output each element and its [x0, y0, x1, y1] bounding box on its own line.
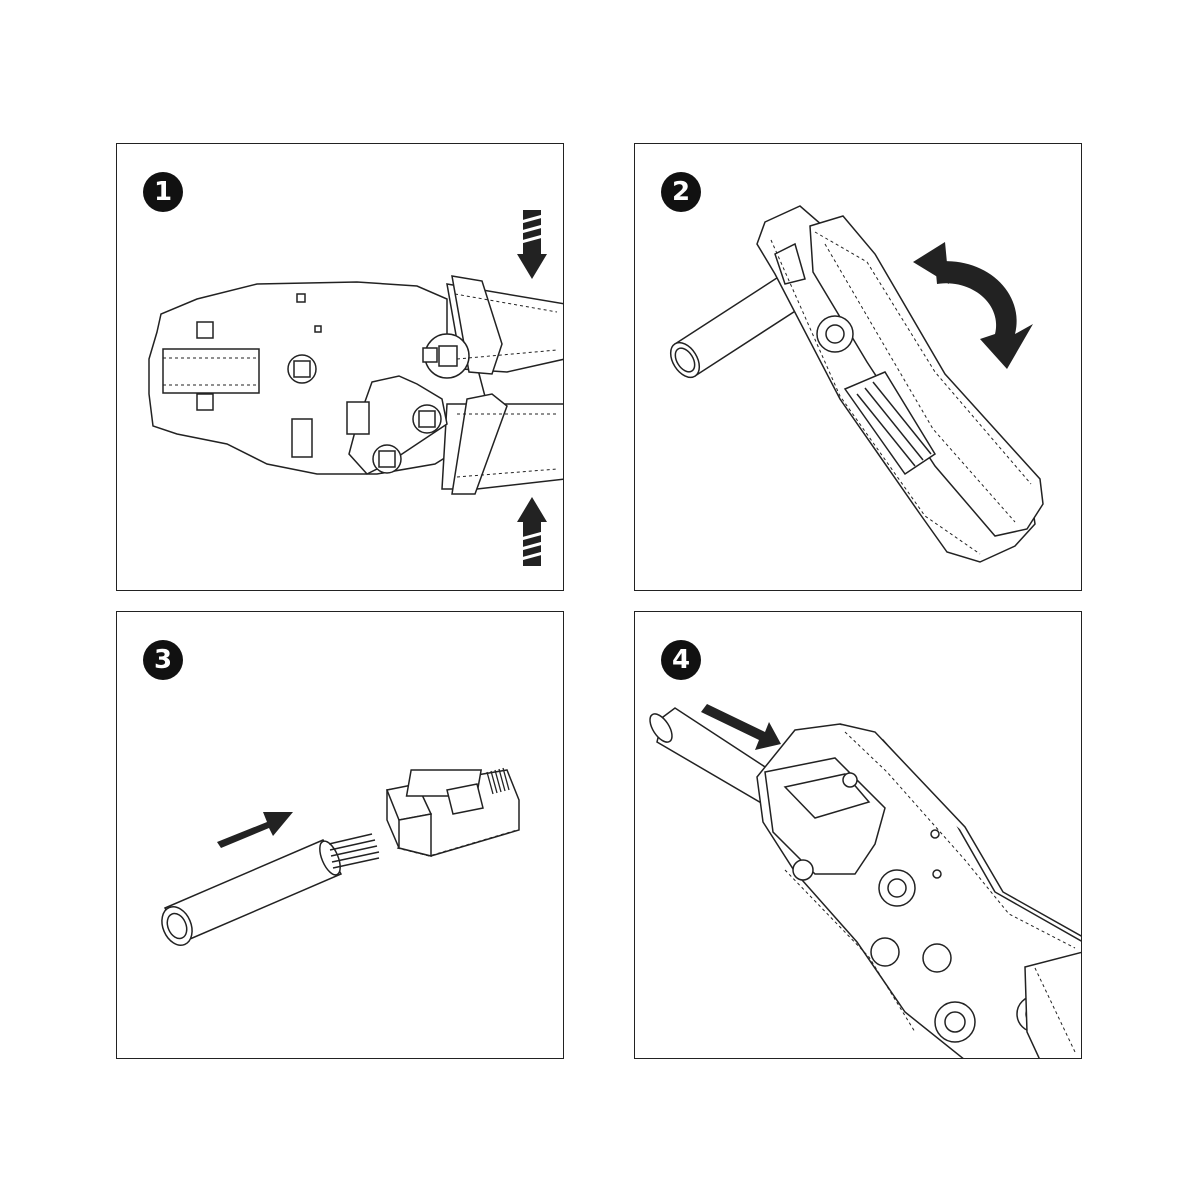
step-1-number-badge: 1: [143, 172, 183, 212]
step-4-number-badge: 4: [661, 640, 701, 680]
step-2-panel: 2: [634, 143, 1082, 591]
cable-insert-connector-icon: [117, 612, 564, 1059]
step-3-number-badge: 3: [143, 640, 183, 680]
connector-into-crimper-icon: [635, 704, 1081, 1058]
step-3-panel: 3: [116, 611, 564, 1059]
step-1-panel: 1: [116, 143, 564, 591]
step-4-panel: 4: [634, 611, 1082, 1059]
crimp-tool-open-icon: [117, 210, 563, 566]
cable-stripper-rotate-icon: [635, 144, 1082, 591]
step-2-number-badge: 2: [661, 172, 701, 212]
